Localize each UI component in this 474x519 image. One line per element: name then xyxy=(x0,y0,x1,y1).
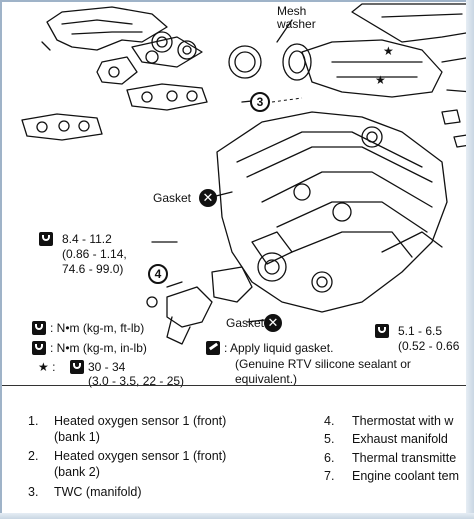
torque-wrench-icon xyxy=(70,360,84,374)
legend-nm-in-lb: : N•m (kg-m, in-lb) xyxy=(50,341,147,355)
torque-wrench-icon xyxy=(32,321,46,335)
parts-list-num: 6. xyxy=(324,451,335,465)
parts-list-num: 4. xyxy=(324,414,335,428)
thermostat-housing xyxy=(166,286,213,328)
manifold-gasket-1 xyxy=(126,83,208,111)
liquid-gasket-icon xyxy=(206,341,220,355)
parts-list-item: Thermal transmitte xyxy=(352,451,457,465)
parts-list-num: 2. xyxy=(28,449,39,463)
svg-text:★: ★ xyxy=(383,44,394,58)
gasket-label-lower: Gasket xyxy=(226,316,265,330)
torque-spec-2-line-2: (0.52 - 0.66 xyxy=(398,339,460,353)
legend-liquid-gasket-2: (Genuine RTV silicone sealant or xyxy=(235,357,411,371)
legend-nm-ft-lb: : N•m (kg-m, ft-lb) xyxy=(50,321,145,335)
mesh-washer-label-1: Mesh xyxy=(277,4,307,18)
manifold-gasket-2 xyxy=(21,113,103,141)
section-divider xyxy=(2,385,474,386)
torque-spec-1-line-2: (0.86 - 1.14, xyxy=(62,247,127,261)
torque-wrench-inlb-icon xyxy=(32,341,46,355)
parts-list-item: Heated oxygen sensor 1 (front) xyxy=(54,449,227,463)
exhaust-manifold-left xyxy=(46,6,168,51)
parts-list-num: 3. xyxy=(28,485,39,499)
mesh-washer-label-2: washer xyxy=(277,17,316,31)
legend-liquid-gasket-1: : Apply liquid gasket. xyxy=(224,341,334,355)
parts-list-item: Heated oxygen sensor 1 (front) xyxy=(54,414,227,428)
legend-star-prefix: ★ : xyxy=(38,360,56,374)
parts-list-item: Engine coolant tem xyxy=(352,469,460,483)
parts-list-item: (bank 2) xyxy=(54,465,100,479)
torque-spec-1-line-1: 8.4 - 11.2 xyxy=(62,232,112,246)
torque-spec-1-line-3: 74.6 - 99.0) xyxy=(62,262,124,276)
parts-list-num: 1. xyxy=(28,414,39,428)
parts-list-item: Thermostat with w xyxy=(352,414,454,428)
gasket-label-upper: Gasket xyxy=(153,191,192,205)
torque-wrench-icon xyxy=(39,232,53,246)
parts-list-item: TWC (manifold) xyxy=(54,485,142,499)
flange-plate xyxy=(96,56,138,85)
callout-3: 3 xyxy=(250,92,270,112)
parts-list-num: 7. xyxy=(324,469,335,483)
twc-manifold xyxy=(301,39,443,98)
frame-shadow-right xyxy=(466,0,474,519)
torque-wrench-icon xyxy=(375,324,389,338)
parts-list-num: 5. xyxy=(324,432,335,446)
legend-star-spec-1: 30 - 34 xyxy=(88,360,126,374)
parts-list-item: Exhaust manifold xyxy=(352,432,448,446)
svg-text:★: ★ xyxy=(375,73,386,87)
parts-list-item: (bank 1) xyxy=(54,430,100,444)
callout-4: 4 xyxy=(148,264,168,284)
torque-spec-2-line-1: 5.1 - 6.5 xyxy=(398,324,443,338)
do-not-reuse-icon: ✕ xyxy=(199,189,217,207)
legend-liquid-gasket-3: equivalent.) xyxy=(235,372,298,386)
do-not-reuse-icon: ✕ xyxy=(264,314,282,332)
legend-star-spec-2: (3.0 - 3.5, 22 - 25) xyxy=(88,374,185,388)
frame-shadow-bottom xyxy=(0,513,474,519)
